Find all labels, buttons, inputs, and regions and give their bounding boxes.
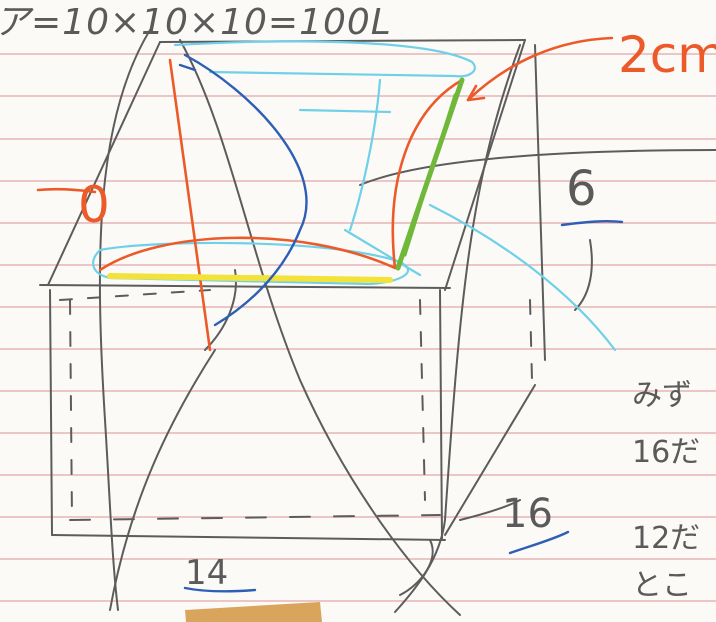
red-pencil-strokes: [36, 36, 614, 352]
side-text-4: とこ: [632, 568, 692, 603]
zero-label: 0: [78, 176, 110, 234]
pencil-box-drawing: [39, 29, 716, 616]
six-label: 6: [566, 161, 597, 217]
fourteen-label: 14: [185, 553, 228, 593]
formula-text: ア=10×10×10=100L: [0, 2, 392, 43]
sticky-note-tab: [185, 602, 322, 622]
side-text-1: みず: [632, 378, 692, 413]
yellow-pencil-stroke: [107, 273, 393, 283]
ruled-lines: [0, 53, 716, 602]
side-text-2: 16だ: [632, 435, 700, 470]
sixteen-label: 16: [502, 491, 553, 537]
green-pencil-stroke: [395, 77, 465, 271]
side-text-3: 12だ: [632, 521, 700, 556]
blue-pencil-strokes: [178, 53, 624, 593]
two-cm-label: 2cm: [618, 26, 716, 84]
